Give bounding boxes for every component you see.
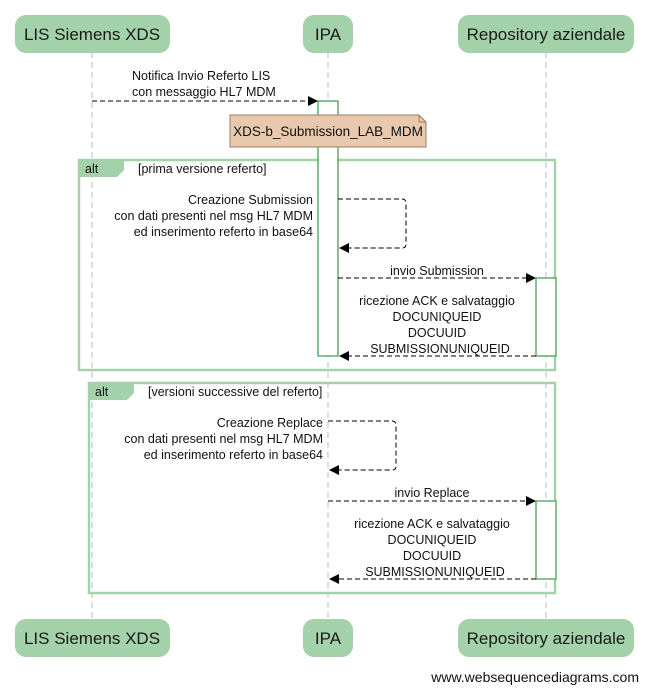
message-invio-replace: invio Replace: [328, 486, 536, 506]
note-xds: XDS-b_Submission_LAB_MDM: [229, 114, 427, 148]
participant-ipa-top: IPA: [303, 15, 353, 53]
message-label-line: Notifica Invio Referto LIS: [132, 69, 270, 83]
message-label-line: con messaggio HL7 MDM: [132, 85, 276, 99]
participant-repo-top: Repository aziendale: [458, 15, 634, 53]
activation-ipa: [317, 100, 339, 357]
message-label-line: ed inserimento referto in base64: [144, 448, 323, 462]
message-label-line: con dati presenti nel msg HL7 MDM: [124, 432, 323, 446]
self-message-arrow: [328, 420, 397, 475]
message-label-line: DOCUNIQUEID: [393, 310, 482, 324]
participant-label: IPA: [315, 25, 342, 44]
message-label-line: SUBMISSIONUNIQUEID: [365, 565, 505, 579]
alt-frame-2: alt [versioni successive del referto]: [87, 381, 557, 595]
footer-watermark: www.websequencediagrams.com: [431, 669, 639, 685]
self-message-submission: Creazione Submission con dati presenti n…: [114, 193, 407, 253]
message-label-line: DOCUUID: [403, 549, 461, 563]
self-message-replace: Creazione Replace con dati presenti nel …: [124, 416, 397, 475]
message-label-line: SUBMISSIONUNIQUEID: [370, 342, 510, 356]
message-notifica: Notifica Invio Referto LIS con messaggio…: [92, 69, 318, 106]
message-label-line: ricezione ACK e salvataggio: [354, 517, 510, 531]
message-label: invio Replace: [394, 486, 469, 500]
participant-label: LIS Siemens XDS: [24, 25, 160, 44]
participant-lis-top: LIS Siemens XDS: [15, 15, 170, 53]
participant-repo-bottom: Repository aziendale: [458, 619, 634, 657]
alt-condition: [versioni successive del referto]: [148, 385, 322, 399]
alt-condition: [prima versione referto]: [138, 162, 267, 176]
participant-ipa-bottom: IPA: [303, 619, 353, 657]
message-label-line: ricezione ACK e salvataggio: [359, 294, 515, 308]
activation-repo-1: [535, 277, 557, 357]
message-label-line: DOCUUID: [408, 326, 466, 340]
activation-repo-2: [535, 500, 557, 580]
message-reply-ack-2: ricezione ACK e salvataggio DOCUNIQUEID …: [329, 517, 536, 584]
participant-label: Repository aziendale: [467, 629, 626, 648]
alt-frame-1: alt [prima versione referto]: [77, 158, 557, 372]
message-reply-ack-1: ricezione ACK e salvataggio DOCUNIQUEID …: [339, 294, 536, 361]
message-label-line: con dati presenti nel msg HL7 MDM: [114, 209, 313, 223]
participant-label: LIS Siemens XDS: [24, 629, 160, 648]
message-label-line: Creazione Submission: [188, 193, 313, 207]
message-label-line: ed inserimento referto in base64: [134, 225, 313, 239]
message-label: invio Submission: [390, 264, 484, 278]
message-label-line: Creazione Replace: [217, 416, 323, 430]
participant-label: Repository aziendale: [467, 25, 626, 44]
alt-keyword: alt: [95, 385, 109, 399]
self-message-arrow: [338, 198, 407, 253]
participant-label: IPA: [315, 629, 342, 648]
alt-keyword: alt: [85, 162, 99, 176]
note-text: XDS-b_Submission_LAB_MDM: [233, 124, 423, 139]
message-invio-submission: invio Submission: [338, 264, 536, 283]
participant-lis-bottom: LIS Siemens XDS: [15, 619, 170, 657]
message-label-line: DOCUNIQUEID: [388, 533, 477, 547]
